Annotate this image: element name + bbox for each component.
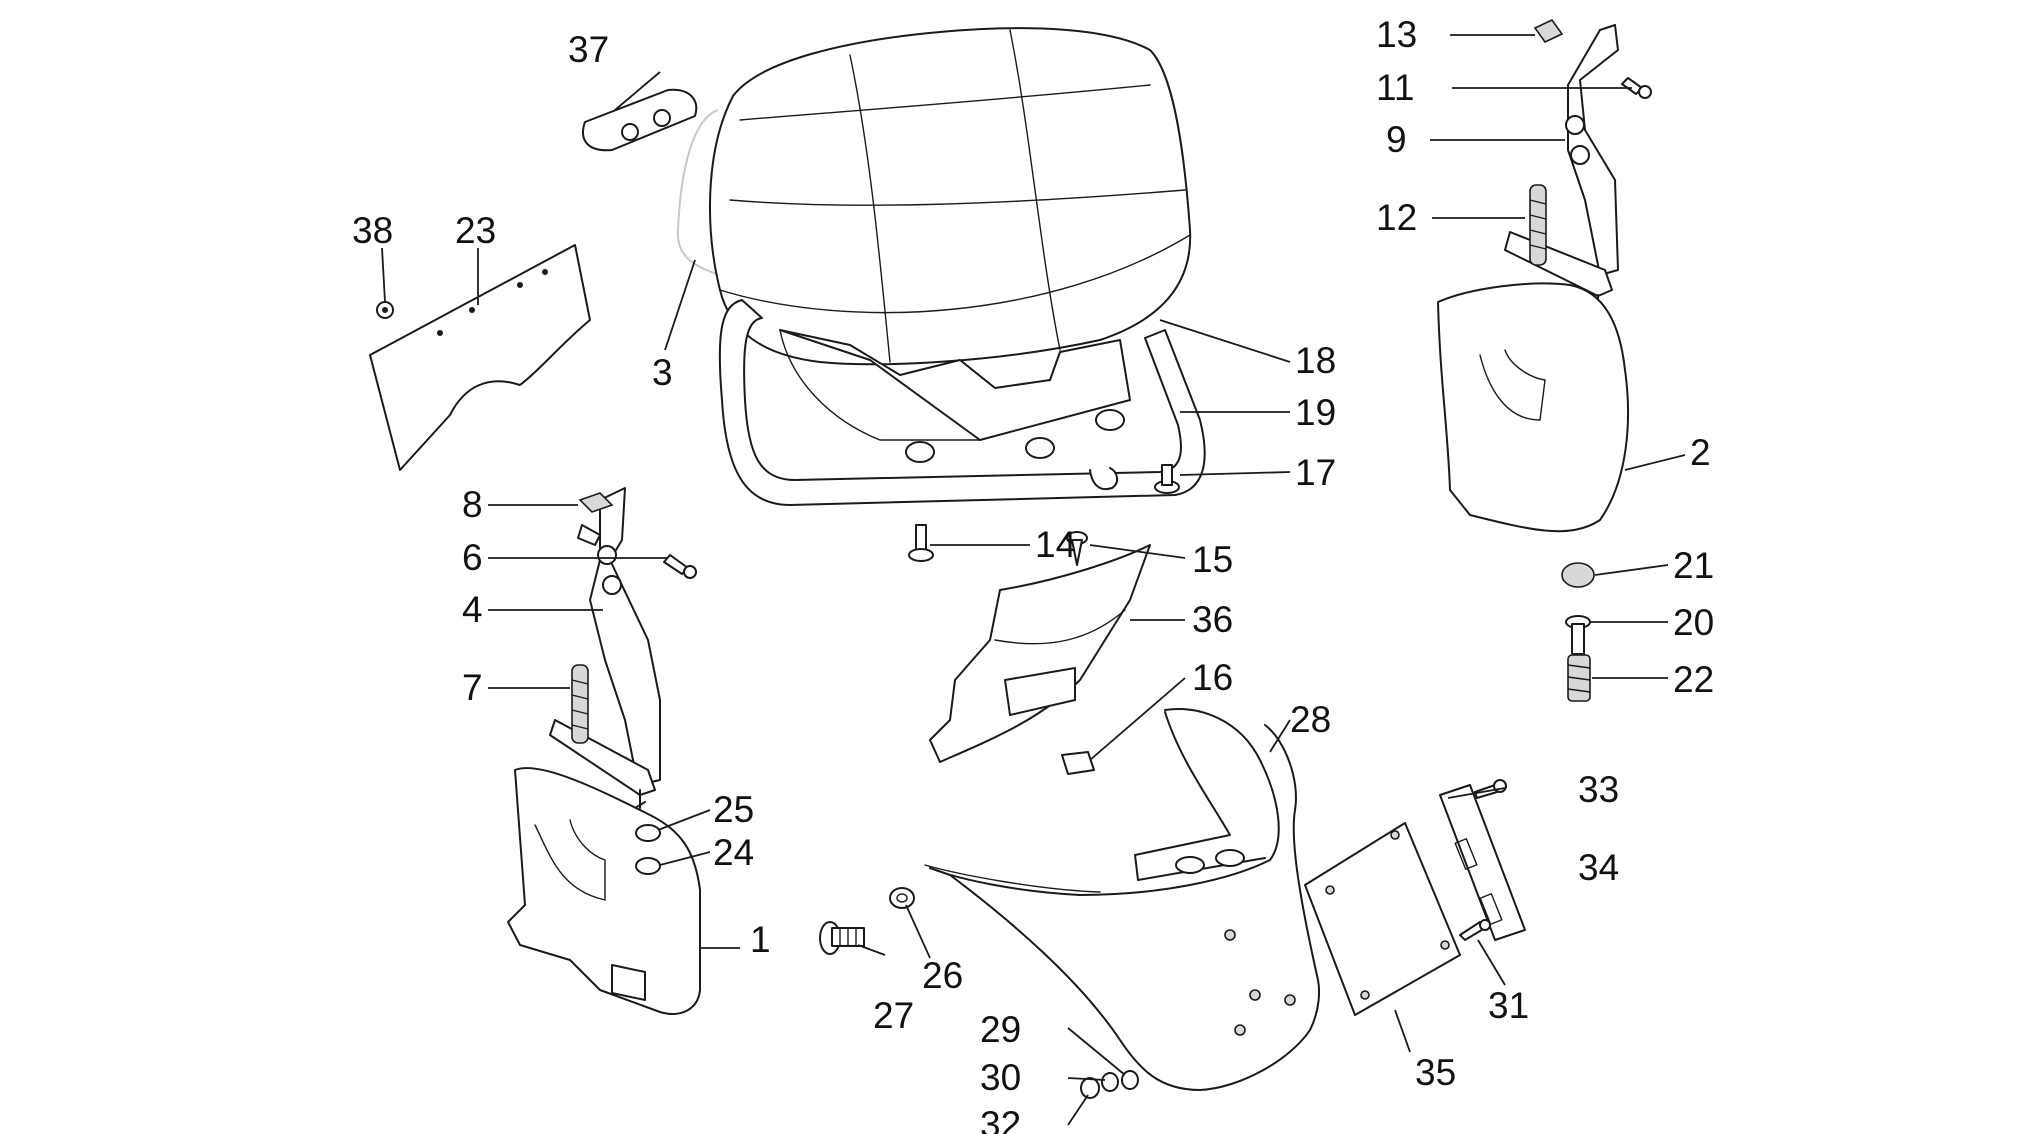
right-hinge-part xyxy=(1504,24,1619,316)
callout-27: 27 xyxy=(873,995,914,1036)
callout-19: 19 xyxy=(1295,392,1336,433)
nut-part-16 xyxy=(1061,751,1095,775)
leader-lines xyxy=(381,34,1686,1126)
callout-32: 32 xyxy=(980,1104,1021,1134)
callout-34: 34 xyxy=(1578,847,1619,888)
callout-14: 14 xyxy=(1035,524,1076,565)
washer-part-30 xyxy=(1101,1072,1119,1092)
pad-part-8 xyxy=(578,492,614,513)
bracket-part-34 xyxy=(1439,784,1526,941)
callout-11: 11 xyxy=(1376,67,1414,108)
callout-22: 22 xyxy=(1673,659,1714,700)
callout-25: 25 xyxy=(713,789,754,830)
clip-part-38 xyxy=(376,301,394,319)
nut-part-32 xyxy=(1080,1077,1100,1099)
plate-holder-part-35 xyxy=(1304,822,1461,1016)
callout-2: 2 xyxy=(1690,432,1711,473)
grommet-part-21 xyxy=(1561,562,1595,588)
pad-part-13 xyxy=(1533,18,1564,44)
screw-part-27 xyxy=(819,921,865,955)
callout-24: 24 xyxy=(713,832,754,873)
screw-part-11 xyxy=(1621,77,1652,99)
callout-26: 26 xyxy=(922,955,963,996)
callout-31: 31 xyxy=(1488,985,1529,1026)
panel-part-23 xyxy=(369,244,591,471)
callout-21: 21 xyxy=(1673,545,1714,586)
callout-37: 37 xyxy=(568,29,609,70)
cover-part-36 xyxy=(929,544,1151,763)
callout-8: 8 xyxy=(462,484,483,525)
callout-17: 17 xyxy=(1295,452,1336,493)
left-side-panel-part xyxy=(507,767,701,1015)
callout-12: 12 xyxy=(1376,197,1417,238)
screw-part-14 xyxy=(908,524,934,562)
callout-15: 15 xyxy=(1192,539,1233,580)
washer-part-26 xyxy=(889,887,915,909)
spring-part-22 xyxy=(1567,654,1591,702)
callout-29: 29 xyxy=(980,1009,1021,1050)
callout-labels: 1 2 3 4 6 7 8 9 11 12 13 14 15 16 17 18 … xyxy=(352,14,1714,1134)
rear-fender-part xyxy=(924,708,1320,1091)
right-side-panel-part xyxy=(1437,282,1629,533)
callout-1: 1 xyxy=(750,919,771,960)
callout-20: 20 xyxy=(1673,602,1714,643)
callout-30: 30 xyxy=(980,1057,1021,1098)
washer-part-29 xyxy=(1121,1070,1139,1090)
screw-part-31 xyxy=(1459,919,1491,941)
callout-16: 16 xyxy=(1192,657,1233,698)
seat-part xyxy=(676,27,1192,366)
callout-28: 28 xyxy=(1290,699,1331,740)
screw-part-15 xyxy=(1066,531,1088,566)
callout-3: 3 xyxy=(652,352,673,393)
callout-9: 9 xyxy=(1386,119,1407,160)
pin-part-20 xyxy=(1565,615,1591,655)
callout-13: 13 xyxy=(1376,14,1417,55)
callout-6: 6 xyxy=(462,537,483,578)
callout-36: 36 xyxy=(1192,599,1233,640)
callout-18: 18 xyxy=(1295,340,1336,381)
callout-4: 4 xyxy=(462,589,483,630)
left-hinge-part xyxy=(549,487,661,809)
screw-part-6 xyxy=(663,554,697,579)
callout-38: 38 xyxy=(352,210,393,251)
callout-23: 23 xyxy=(455,210,496,251)
grip-part-37 xyxy=(582,88,698,152)
screw-part-17 xyxy=(1154,464,1180,494)
callout-35: 35 xyxy=(1415,1052,1456,1093)
callout-33: 33 xyxy=(1578,769,1619,810)
callout-7: 7 xyxy=(462,667,483,708)
